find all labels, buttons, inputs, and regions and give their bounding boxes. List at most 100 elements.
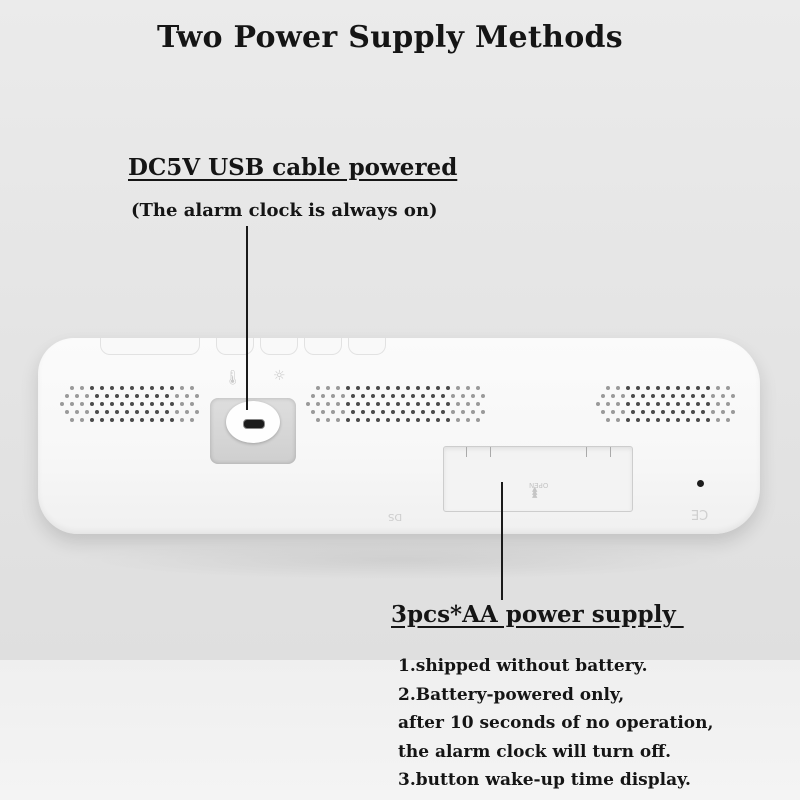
- open-arrow-icon: ▲▲▲: [532, 485, 538, 499]
- grille-hole: [646, 386, 650, 390]
- door-hinge-mark: [490, 447, 491, 457]
- grille-hole: [601, 394, 605, 398]
- top-button-4: [348, 338, 386, 355]
- grille-hole: [376, 418, 380, 422]
- background-wall: [0, 0, 800, 660]
- ds-mark: DS: [388, 511, 403, 522]
- grille-hole: [316, 418, 320, 422]
- top-button-3: [304, 338, 342, 355]
- grille-hole: [336, 418, 340, 422]
- grille-hole: [95, 394, 99, 398]
- grille-hole: [731, 410, 735, 414]
- grille-hole: [75, 394, 79, 398]
- grille-hole: [606, 402, 610, 406]
- grille-hole: [170, 418, 174, 422]
- grille-hole: [466, 386, 470, 390]
- grille-hole: [100, 402, 104, 406]
- grille-hole: [316, 386, 320, 390]
- grille-hole: [466, 418, 470, 422]
- grille-hole: [341, 410, 345, 414]
- grille-hole: [150, 418, 154, 422]
- grille-hole: [125, 394, 129, 398]
- grille-hole: [431, 394, 435, 398]
- grille-hole: [666, 402, 670, 406]
- grille-hole: [170, 386, 174, 390]
- grille-hole: [110, 418, 114, 422]
- grille-hole: [626, 418, 630, 422]
- grille-hole: [85, 410, 89, 414]
- grille-hole: [165, 394, 169, 398]
- grille-hole: [105, 394, 109, 398]
- grille-hole: [656, 386, 660, 390]
- grille-hole: [135, 394, 139, 398]
- usb-port-icon: [243, 419, 265, 429]
- grille-hole: [651, 410, 655, 414]
- grille-hole: [456, 386, 460, 390]
- grille-hole: [190, 386, 194, 390]
- grille-hole: [125, 410, 129, 414]
- grille-hole: [145, 394, 149, 398]
- grille-hole: [321, 394, 325, 398]
- grille-hole: [636, 386, 640, 390]
- grille-hole: [105, 410, 109, 414]
- grille-hole: [446, 386, 450, 390]
- grille-hole: [416, 386, 420, 390]
- grille-hole: [185, 394, 189, 398]
- top-button-2: [260, 338, 298, 355]
- grille-hole: [721, 410, 725, 414]
- grille-hole: [696, 418, 700, 422]
- thermometer-icon: 🌡: [224, 370, 242, 386]
- grille-hole: [140, 418, 144, 422]
- grille-hole: [436, 418, 440, 422]
- grille-hole: [416, 402, 420, 406]
- grille-hole: [326, 402, 330, 406]
- grille-hole: [396, 402, 400, 406]
- grille-hole: [391, 410, 395, 414]
- grille-hole: [661, 394, 665, 398]
- grille-hole: [681, 410, 685, 414]
- grille-hole: [611, 410, 615, 414]
- grille-hole: [170, 402, 174, 406]
- grille-hole: [306, 402, 310, 406]
- grille-hole: [626, 386, 630, 390]
- grille-hole: [371, 394, 375, 398]
- grille-hole: [155, 410, 159, 414]
- grille-hole: [436, 386, 440, 390]
- grille-hole: [636, 402, 640, 406]
- grille-hole: [401, 410, 405, 414]
- grille-hole: [681, 394, 685, 398]
- grille-hole: [185, 410, 189, 414]
- grille-hole: [190, 402, 194, 406]
- grille-hole: [636, 418, 640, 422]
- grille-hole: [175, 394, 179, 398]
- grille-hole: [120, 386, 124, 390]
- grille-hole: [386, 418, 390, 422]
- battery-pointer-line: [501, 482, 503, 600]
- grille-hole: [426, 386, 430, 390]
- grille-hole: [85, 394, 89, 398]
- grille-hole: [331, 410, 335, 414]
- grille-hole: [356, 402, 360, 406]
- grille-hole: [696, 402, 700, 406]
- grille-hole: [426, 418, 430, 422]
- grille-hole: [716, 402, 720, 406]
- grille-hole: [326, 386, 330, 390]
- grille-hole: [716, 386, 720, 390]
- grille-hole: [90, 386, 94, 390]
- grille-hole: [80, 386, 84, 390]
- grille-hole: [706, 402, 710, 406]
- speaker-grille-right: [596, 380, 736, 424]
- grille-hole: [616, 418, 620, 422]
- grille-hole: [80, 402, 84, 406]
- grille-hole: [80, 418, 84, 422]
- background-table: [0, 660, 800, 800]
- grille-hole: [476, 418, 480, 422]
- grille-hole: [311, 410, 315, 414]
- grille-hole: [130, 402, 134, 406]
- grille-hole: [175, 410, 179, 414]
- grille-hole: [356, 418, 360, 422]
- grille-hole: [461, 394, 465, 398]
- microphone-hole: [697, 480, 704, 487]
- grille-hole: [426, 402, 430, 406]
- grille-hole: [476, 402, 480, 406]
